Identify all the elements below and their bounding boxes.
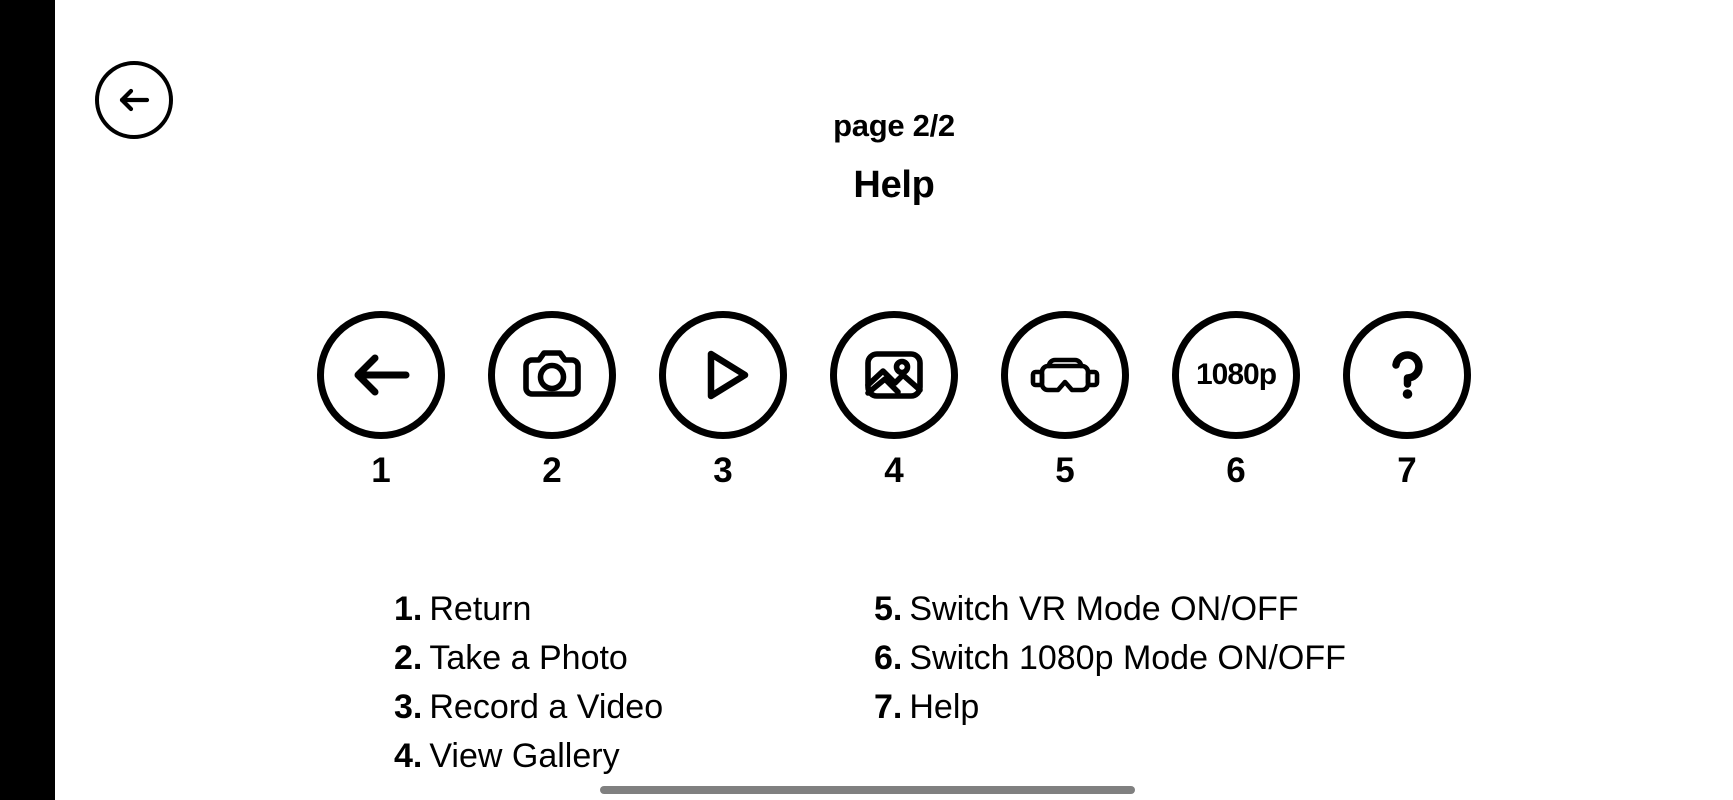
back-button[interactable] xyxy=(95,61,173,139)
icon-number-7: 7 xyxy=(1397,451,1417,490)
icon-cell-4: 4 xyxy=(830,311,958,488)
legend-item-label: Take a Photo xyxy=(429,639,628,677)
legend-item-label: Record a Video xyxy=(429,688,664,726)
legend-item-label: Help xyxy=(909,688,980,726)
icon-number-4: 4 xyxy=(884,451,904,490)
page-title: Help xyxy=(853,164,935,206)
legend-column-left: 1.Return 2.Take a Photo 3.Record a Video… xyxy=(394,585,874,781)
icon-number-5: 5 xyxy=(1055,451,1075,490)
icon-number-2: 2 xyxy=(542,451,562,490)
legend-item-number: 6. xyxy=(874,639,903,677)
legend-item: 4.View Gallery xyxy=(394,732,874,781)
icon-number-3: 3 xyxy=(713,451,733,490)
back-arrow-icon xyxy=(341,335,421,415)
legend-item: 6.Switch 1080p Mode ON/OFF xyxy=(874,634,1394,683)
resolution-text-icon: 1080p xyxy=(1195,358,1277,391)
legend-item: 2.Take a Photo xyxy=(394,634,874,683)
camera-icon xyxy=(512,335,592,415)
resolution-1080p-button[interactable]: 1080p xyxy=(1172,311,1300,439)
play-icon xyxy=(683,335,763,415)
legend: 1.Return 2.Take a Photo 3.Record a Video… xyxy=(55,585,1733,781)
legend-item-number: 5. xyxy=(874,590,903,628)
legend-item-number: 4. xyxy=(394,737,423,775)
legend-item: 5.Switch VR Mode ON/OFF xyxy=(874,585,1394,634)
question-mark-icon xyxy=(1367,335,1447,415)
icon-cell-1: 1 xyxy=(317,311,445,488)
take-photo-button[interactable] xyxy=(488,311,616,439)
icon-cell-5: 5 xyxy=(1001,311,1129,488)
icon-row: 1 2 xyxy=(55,311,1733,488)
legend-item-number: 2. xyxy=(394,639,423,677)
back-arrow-icon xyxy=(111,77,157,123)
legend-item-label: Switch 1080p Mode ON/OFF xyxy=(909,639,1346,677)
page-indicator: page 2/2 xyxy=(833,108,955,143)
icon-number-6: 6 xyxy=(1226,451,1246,490)
legend-item-label: View Gallery xyxy=(429,737,620,775)
legend-item: 7.Help xyxy=(874,683,1394,732)
return-button[interactable] xyxy=(317,311,445,439)
left-black-bezel xyxy=(0,0,55,800)
legend-item-label: Return xyxy=(429,590,532,628)
help-button[interactable] xyxy=(1343,311,1471,439)
icon-cell-2: 2 xyxy=(488,311,616,488)
legend-item-number: 1. xyxy=(394,590,423,628)
legend-item: 1.Return xyxy=(394,585,874,634)
icon-cell-3: 3 xyxy=(659,311,787,488)
icon-cell-6: 1080p 6 xyxy=(1172,311,1300,488)
icon-number-1: 1 xyxy=(371,451,391,490)
legend-item-label: Switch VR Mode ON/OFF xyxy=(909,590,1299,628)
home-indicator[interactable] xyxy=(600,786,1135,794)
vr-mode-button[interactable] xyxy=(1001,311,1129,439)
gallery-image-icon xyxy=(854,335,934,415)
header: page 2/2 Help xyxy=(55,110,1733,204)
vr-headset-icon xyxy=(1025,335,1105,415)
view-gallery-button[interactable] xyxy=(830,311,958,439)
icon-cell-7: 7 xyxy=(1343,311,1471,488)
record-video-button[interactable] xyxy=(659,311,787,439)
legend-item: 3.Record a Video xyxy=(394,683,874,732)
legend-item-number: 7. xyxy=(874,688,903,726)
legend-item-number: 3. xyxy=(394,688,423,726)
legend-column-right: 5.Switch VR Mode ON/OFF 6.Switch 1080p M… xyxy=(874,585,1394,781)
